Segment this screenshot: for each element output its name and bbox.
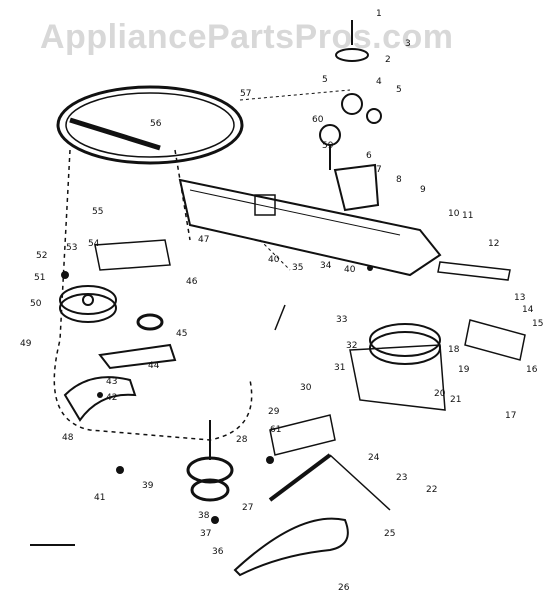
callout-17: 17	[505, 411, 516, 421]
callout-1: 1	[376, 9, 382, 19]
callout-6: 6	[366, 151, 372, 161]
callout-13: 13	[514, 293, 525, 303]
belt-57	[56, 85, 244, 165]
callout-45: 45	[176, 329, 187, 339]
pulley-38	[186, 456, 234, 484]
callout-37: 37	[200, 529, 211, 539]
callout-50: 50	[30, 299, 42, 309]
callout-24: 24	[368, 453, 380, 463]
callout-8: 8	[0, 0, 6, 3]
callout-53: 53	[66, 243, 77, 253]
callout-34: 34	[320, 261, 332, 271]
callout-7: 7	[376, 165, 382, 175]
callout-47: 47	[198, 235, 209, 245]
callout-59: 59	[322, 141, 334, 151]
callout-40: 40	[268, 255, 280, 265]
callout-10: 10	[448, 209, 460, 219]
callout-32: 32	[346, 341, 357, 351]
callout-28: 28	[236, 435, 248, 445]
callout-44: 44	[148, 361, 160, 371]
callout-39: 39	[142, 481, 154, 491]
callout-49: 49	[20, 339, 32, 349]
callout-27: 27	[242, 503, 253, 513]
callout-3: 3	[405, 39, 411, 49]
pulley-51	[59, 285, 117, 315]
callout-60: 60	[312, 115, 324, 125]
callout-9: 9	[420, 185, 426, 195]
callout-4: 4	[376, 77, 382, 87]
callout-26: 26	[338, 583, 350, 593]
callout-40: 40	[344, 265, 356, 275]
callout-25: 25	[384, 529, 395, 539]
callout-2: 2	[385, 55, 391, 65]
callout-5: 5	[322, 75, 328, 85]
callout-36: 36	[212, 547, 224, 557]
callout-8: 8	[396, 175, 402, 185]
callout-18: 18	[448, 345, 460, 355]
frame-9	[178, 178, 442, 277]
callout-61: 61	[270, 425, 281, 435]
callout-5: 5	[396, 85, 402, 95]
belt-26	[233, 517, 349, 577]
callout-48: 48	[62, 433, 74, 443]
callout-41: 41	[94, 493, 105, 503]
callout-29: 29	[268, 407, 280, 417]
callout-35: 35	[292, 263, 303, 273]
callout-33: 33	[336, 315, 347, 325]
dashed-belt	[53, 149, 253, 441]
callout-31: 31	[334, 363, 345, 373]
callout-56: 56	[150, 119, 162, 129]
guard-49	[63, 376, 137, 422]
callout-57: 57	[240, 89, 251, 99]
callout-22: 22	[426, 485, 437, 495]
callout-55: 55	[92, 207, 103, 217]
callout-46: 46	[186, 277, 198, 287]
callout-21: 21	[450, 395, 461, 405]
callout-12: 12	[488, 239, 499, 249]
callout-54: 54	[88, 239, 100, 249]
callout-15: 15	[532, 319, 543, 329]
callout-52: 52	[36, 251, 47, 261]
callout-14: 14	[522, 305, 534, 315]
callout-19: 19	[458, 365, 470, 375]
callout-16: 16	[526, 365, 538, 375]
callout-11: 11	[462, 211, 473, 221]
pulley-32	[369, 323, 441, 357]
callout-42: 42	[106, 393, 117, 403]
callout-23: 23	[396, 473, 407, 483]
watermark: AppliancePartsPros.com	[40, 18, 454, 56]
callout-51: 51	[34, 273, 45, 283]
callout-20: 20	[434, 389, 446, 399]
callout-43: 43	[106, 377, 117, 387]
callout-38: 38	[198, 511, 210, 521]
callout-30: 30	[300, 383, 312, 393]
